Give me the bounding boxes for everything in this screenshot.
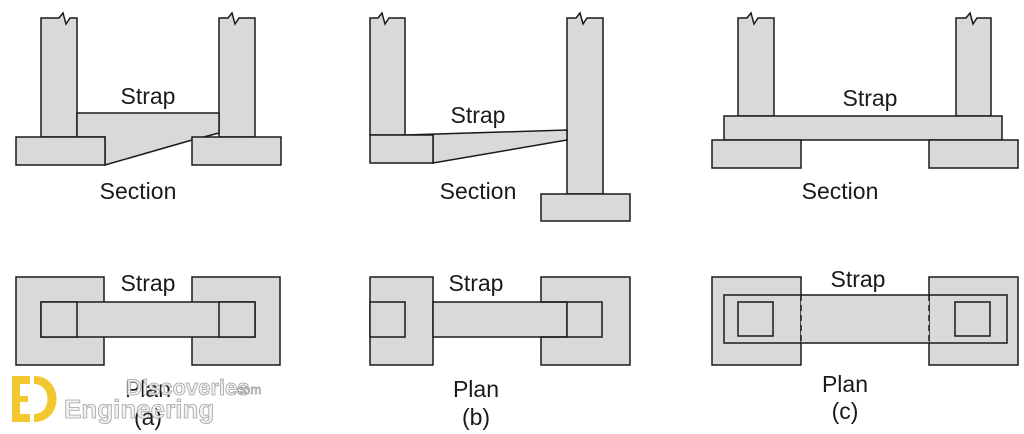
watermark-logo-icon (12, 376, 57, 422)
watermark-line2: Engineering (64, 394, 214, 424)
plan-c-strap-beam (801, 295, 929, 343)
plan-a-strap-label: Strap (121, 270, 176, 296)
section-c-right-column (955, 11, 992, 117)
plan-a-left-column (40, 301, 78, 338)
section-c-right-footing (928, 139, 1019, 169)
plan-c-right-column (954, 301, 991, 337)
section-c-strap-beam (723, 115, 1003, 141)
section-a-strap-label: Strap (121, 83, 176, 109)
section-c-strap-label: Strap (843, 85, 898, 111)
section-b-label: Section (440, 178, 517, 204)
section-b: Strap Section (369, 11, 631, 222)
section-a-right-footing (191, 136, 282, 166)
plan-b-label: Plan (453, 376, 499, 402)
section-b-left-footing (369, 134, 434, 164)
section-c-label: Section (802, 178, 879, 204)
section-c-left-footing (711, 139, 802, 169)
plan-a: Strap Plan (a) (15, 270, 281, 430)
section-a-label: Section (100, 178, 177, 204)
section-c: Strap Section (711, 11, 1019, 204)
section-b-strap-label: Strap (451, 102, 506, 128)
plan-c-caption: (c) (832, 398, 859, 424)
plan-b-strap-edge (541, 301, 567, 338)
plan-c: Strap Plan (c) (711, 266, 1019, 424)
plan-b-caption: (b) (462, 404, 490, 430)
plan-c-hidden-edges (800, 295, 930, 343)
section-a-left-column (40, 11, 78, 138)
plan-c-strap-label: Strap (831, 266, 886, 292)
plan-c-strap-outline (723, 294, 1008, 344)
plan-b-strap-label: Strap (449, 270, 504, 296)
plan-c-label: Plan (822, 371, 868, 397)
section-a: Strap Section (15, 11, 282, 204)
plan-b-left-column (369, 301, 406, 338)
watermark-line1: Discoveries (126, 375, 250, 400)
section-a-left-footing (15, 136, 106, 166)
plan-c-left-column (737, 301, 774, 337)
section-b-left-column (369, 11, 406, 136)
watermark: Discoveries .com Engineering (12, 375, 262, 424)
plan-b-strap-beam (432, 301, 568, 338)
plan-b-right-column (566, 301, 603, 338)
section-a-right-column (218, 11, 256, 138)
plan-b: Strap Plan (b) (369, 270, 631, 430)
plan-a-caption: (a) (134, 404, 162, 430)
plan-a-right-column (218, 301, 256, 338)
section-b-right-footing (540, 193, 631, 222)
watermark-line1-suffix: .com (233, 382, 261, 397)
plan-a-label: Plan (125, 376, 171, 402)
section-b-right-column (566, 11, 604, 195)
section-c-left-column (737, 11, 775, 117)
